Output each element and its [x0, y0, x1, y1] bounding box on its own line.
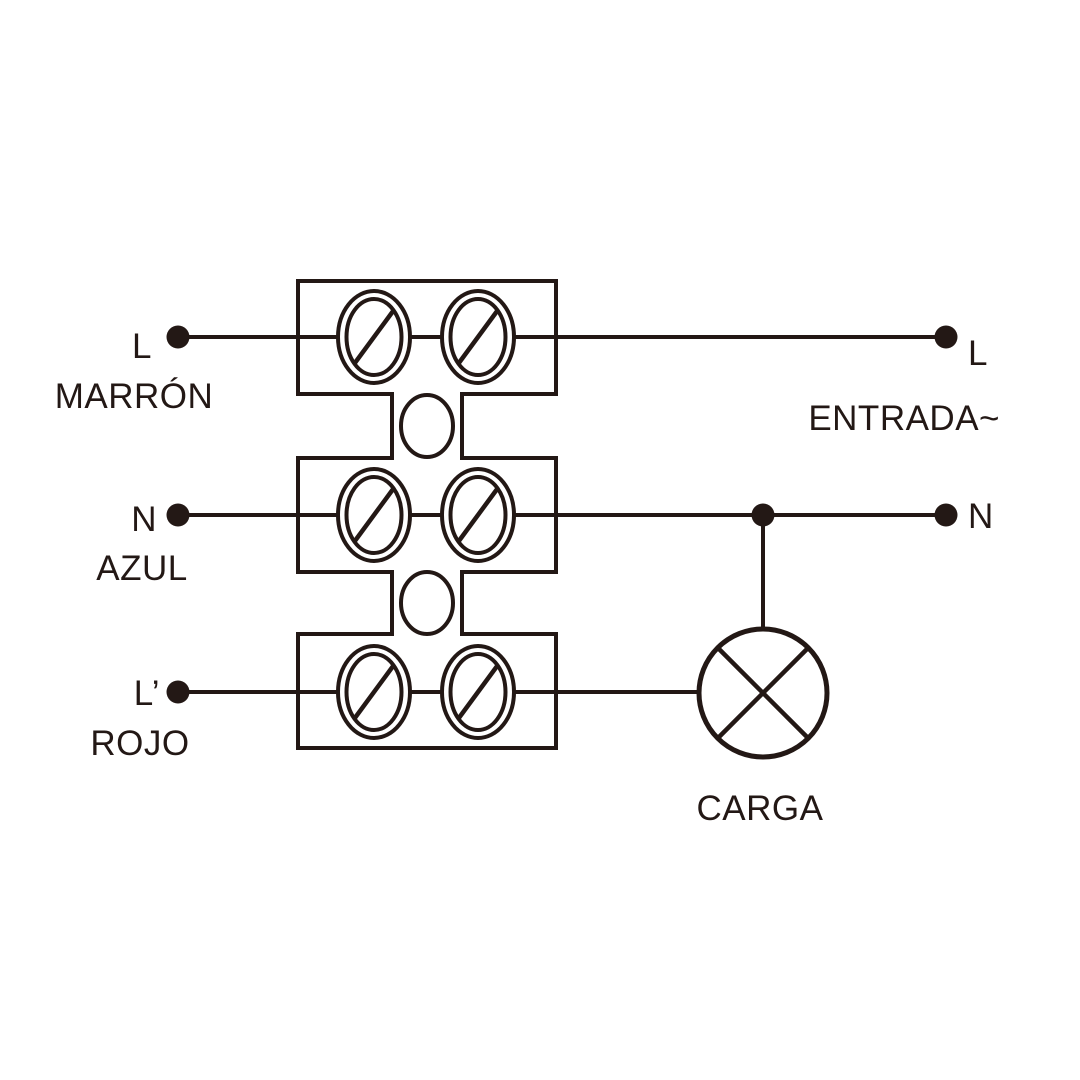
node-lprime-left: [166, 680, 190, 704]
lamp-x-stroke-2: [715, 645, 811, 741]
label-terminal-n-left: N: [131, 500, 157, 539]
screw-inner-ring: [448, 297, 508, 377]
label-carga: CARGA: [697, 789, 824, 828]
screw-inner-ring: [344, 475, 404, 555]
node-l-left: [166, 325, 190, 349]
label-wire-azul: AZUL: [96, 549, 187, 588]
screw-terminal-n-right: [440, 467, 516, 563]
screw-terminal-l-left: [336, 289, 412, 385]
screw-slot-icon: [456, 309, 500, 365]
screw-slot-icon: [352, 664, 396, 720]
screw-terminal-lprime-left: [336, 644, 412, 740]
label-terminal-lprime-left: L’: [134, 674, 160, 713]
terminal-block-outline: [296, 279, 558, 750]
connection-nodes: [166, 325, 958, 704]
screw-inner-ring: [344, 297, 404, 377]
wires: [178, 335, 946, 694]
screw-slot-icon: [352, 487, 396, 543]
label-entrada: ENTRADA~: [808, 399, 1000, 438]
label-wire-marron: MARRÓN: [55, 377, 214, 416]
load-lamp-icon: [696, 626, 830, 760]
screw-slot-icon: [456, 664, 500, 720]
screw-terminal-lprime-right: [440, 644, 516, 740]
screw-inner-ring: [344, 652, 404, 732]
mounting-hole-top: [399, 393, 455, 459]
screw-slot-icon: [456, 487, 500, 543]
screw-terminal-l-right: [440, 289, 516, 385]
node-l-right: [934, 325, 958, 349]
label-terminal-l-right: L: [968, 334, 988, 373]
label-wire-rojo: ROJO: [90, 724, 189, 763]
screw-terminal-n-left: [336, 467, 412, 563]
mounting-hole-bottom: [399, 570, 455, 636]
screw-inner-ring: [448, 475, 508, 555]
label-terminal-n-right: N: [968, 497, 994, 536]
label-terminal-l-left: L: [132, 327, 152, 366]
node-n-left: [166, 503, 190, 527]
screw-inner-ring: [448, 652, 508, 732]
node-n-right: [934, 503, 958, 527]
junction-n-load: [751, 503, 775, 527]
screw-slot-icon: [352, 309, 396, 365]
